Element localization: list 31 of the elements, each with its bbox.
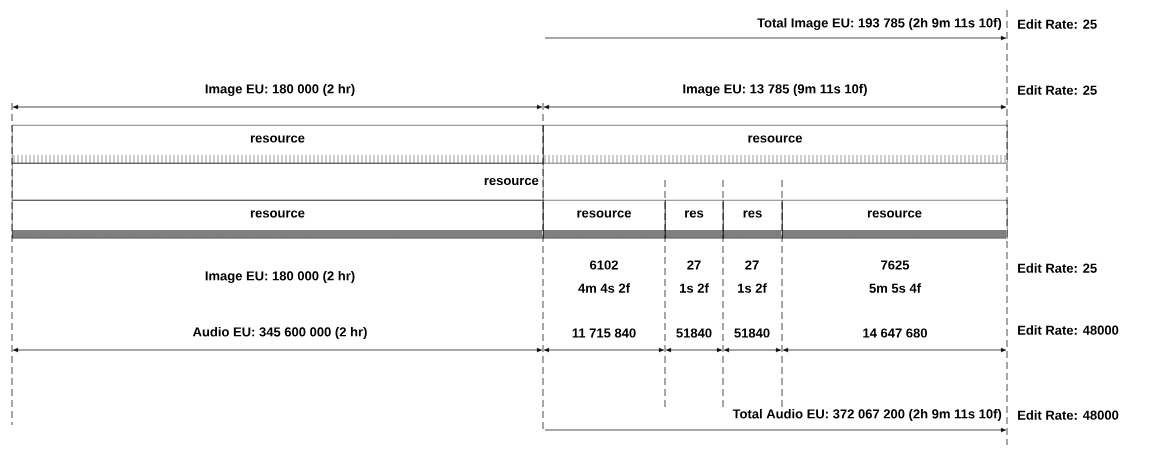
label: Image EU: 13 785 (9m 11s 10f) <box>683 83 867 97</box>
label: Image EU: 180 000 (2 hr) <box>205 270 355 284</box>
label: Edit Rate: 48000 <box>1018 325 1119 335</box>
label: 1s 2f <box>680 283 709 293</box>
label: Audio EU: 345 600 000 (2 hr) <box>192 326 367 340</box>
label: Edit Rate: 25 <box>1018 19 1097 29</box>
resource-band: resource <box>12 163 544 201</box>
label: Edit Rate: 25 <box>1018 85 1097 95</box>
label: 27 <box>745 260 759 270</box>
label: 51840 <box>734 328 770 338</box>
label: Total Audio EU: 372 067 200 (2h 9m 11s 10f) <box>732 408 1002 422</box>
label: 5m 5s 4f <box>869 283 922 293</box>
label: Image EU: 180 000 (2 hr) <box>205 83 355 97</box>
resource-band: resource <box>782 200 1008 239</box>
label: 4m 4s 2f <box>578 283 631 293</box>
resource-band: res <box>665 200 724 239</box>
label: 6102 <box>590 260 618 270</box>
label: Edit Rate: 25 <box>1018 263 1097 273</box>
label: 7625 <box>881 260 910 270</box>
resource-band: resource <box>12 125 544 164</box>
resource-band: resource <box>543 200 666 239</box>
label: 14 647 680 <box>863 328 927 338</box>
resource-band: resource <box>543 125 1008 164</box>
label: Edit Rate: 48000 <box>1018 410 1119 420</box>
label: Total Image EU: 193 785 (2h 9m 11s 10f) <box>757 17 1002 31</box>
label: 51840 <box>676 328 712 338</box>
label: 27 <box>687 260 701 270</box>
resource-band: res <box>723 200 783 239</box>
resource-band: resource <box>12 200 544 239</box>
label: 11 715 840 <box>572 328 636 338</box>
label: 1s 2f <box>738 283 767 293</box>
